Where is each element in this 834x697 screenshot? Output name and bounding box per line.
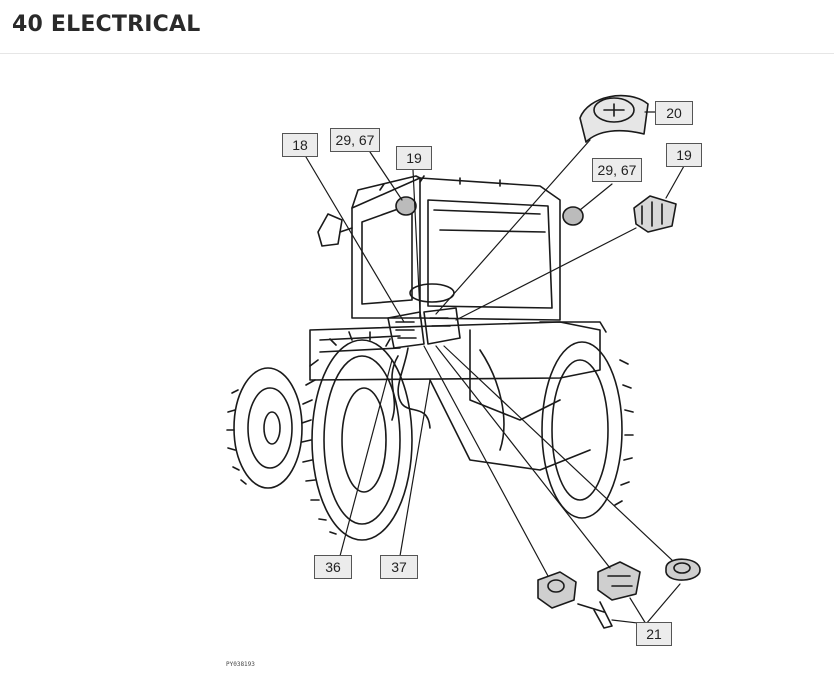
callout-37: 37 — [380, 555, 418, 579]
wiring-harness — [391, 347, 431, 429]
side-mirror — [317, 213, 353, 247]
instrument-cluster — [579, 94, 649, 143]
dashboard-panels — [387, 307, 461, 349]
callout-21: 21 — [636, 622, 672, 646]
tractor-electrical-diagram — [226, 94, 701, 629]
page-header: 40 ELECTRICAL — [0, 0, 834, 54]
tractor-cab — [351, 175, 561, 321]
round-switch — [665, 558, 701, 581]
left-work-lamp — [395, 196, 417, 216]
leader-lines — [305, 111, 685, 625]
callout-18: 18 — [282, 133, 318, 157]
right-work-lamp — [562, 206, 584, 226]
callout-29-67-right: 29, 67 — [592, 158, 642, 182]
ignition-switch — [537, 571, 613, 629]
callout-20: 20 — [655, 101, 693, 125]
rocker-switch — [597, 561, 641, 601]
figure-code: PY038193 — [226, 661, 255, 668]
steering-wheel — [409, 283, 455, 303]
switch-cluster — [633, 195, 677, 233]
callout-19-left: 19 — [396, 146, 432, 170]
tractor-body — [309, 321, 607, 471]
rear-left-wheel — [301, 331, 413, 541]
callout-19-right: 19 — [666, 143, 702, 167]
page-title: 40 ELECTRICAL — [12, 12, 201, 37]
rear-right-wheel — [541, 341, 634, 519]
front-left-wheel — [226, 367, 303, 489]
callout-29-67-left: 29, 67 — [330, 128, 380, 152]
callout-36: 36 — [314, 555, 352, 579]
